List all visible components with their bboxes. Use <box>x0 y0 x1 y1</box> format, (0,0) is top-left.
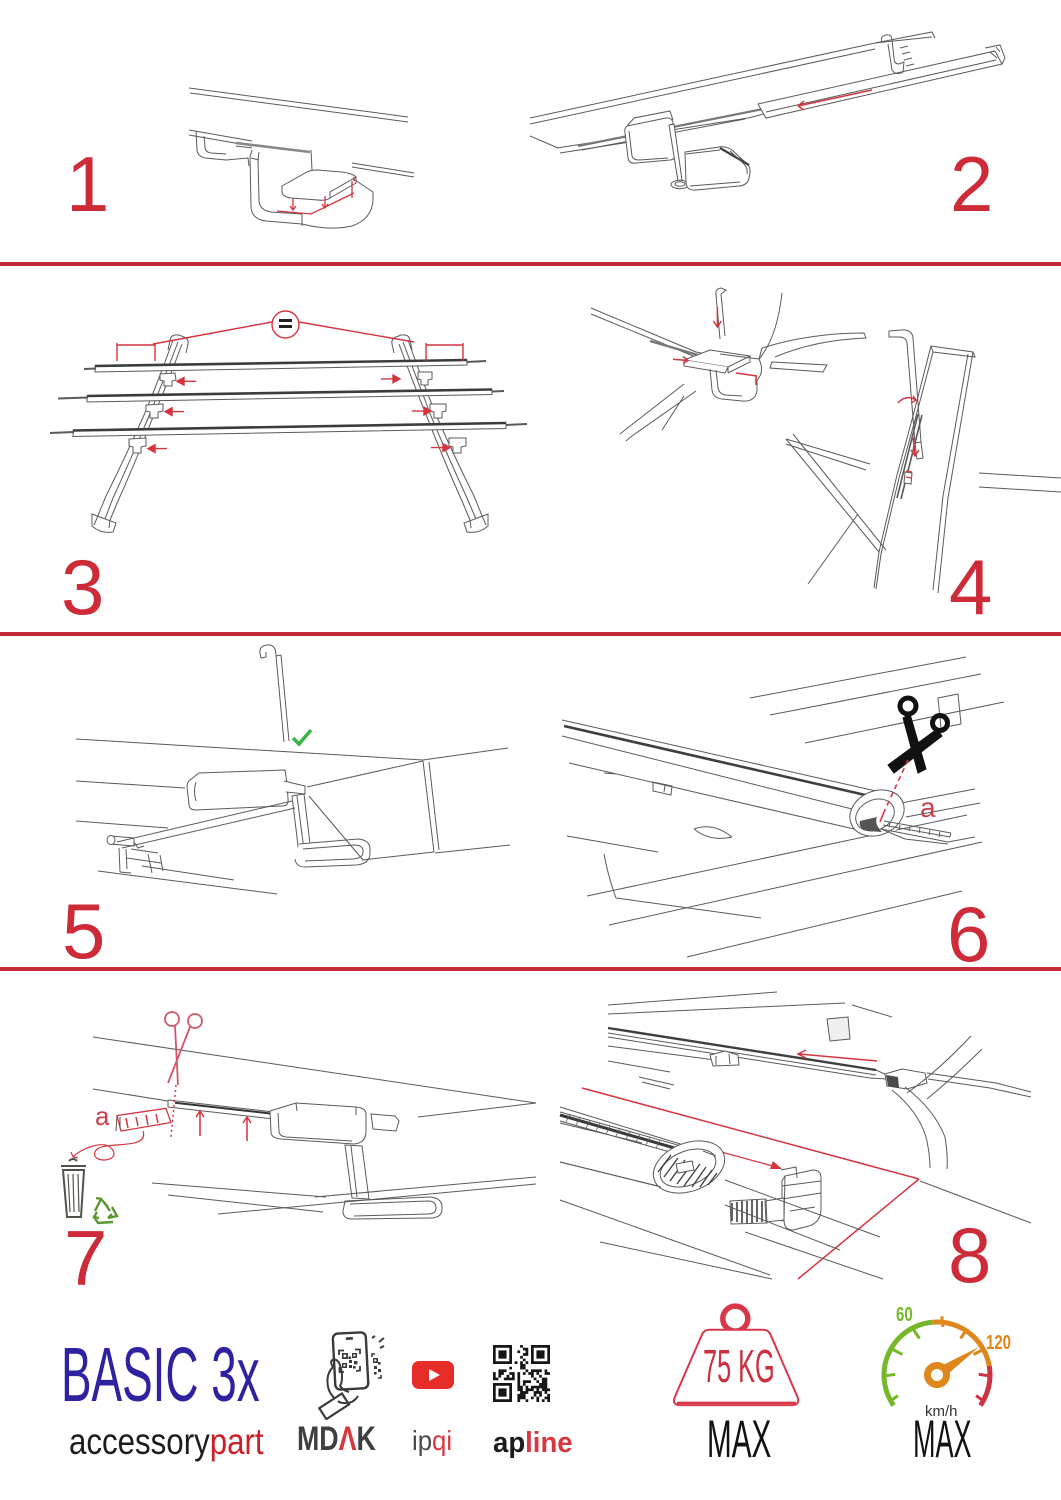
svg-text:a: a <box>920 792 936 823</box>
svg-text:a: a <box>95 1101 110 1131</box>
